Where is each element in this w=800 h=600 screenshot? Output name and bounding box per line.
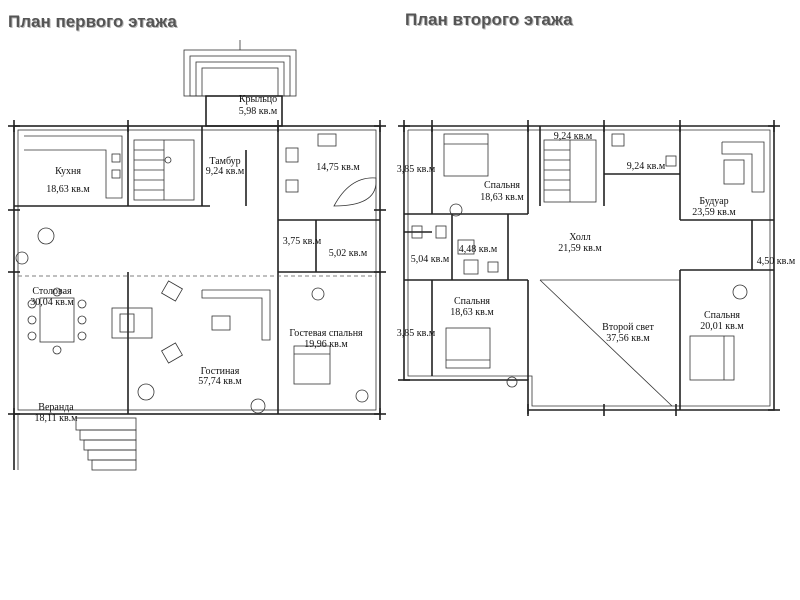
room-name-bedroom-3: Спальня (704, 310, 740, 321)
room-area-hall: 21,59 кв.м (558, 243, 602, 254)
second-floor-plan: 9,24 кв.м 9,24 кв.м 3,85 кв.м Спальня 18… (397, 120, 796, 416)
plant-icons (15, 227, 369, 414)
room-area-veranda: 18,11 кв.м (34, 413, 78, 424)
second-floor-plant-icons (449, 203, 748, 388)
first-floor-title: План первого этажа (8, 12, 177, 31)
second-floor-labels: 9,24 кв.м 9,24 кв.м 3,85 кв.м Спальня 18… (397, 131, 796, 344)
room-area-dining: 30,04 кв.м (30, 297, 74, 308)
room-area-vestibule: 9,24 кв.м (206, 166, 245, 177)
second-log-wall-ticks (398, 120, 780, 416)
second-floor-stairs (543, 139, 597, 203)
room-area-porch: 5,98 кв.м (239, 106, 278, 117)
room-name-vestibule: Тамбур (209, 156, 240, 167)
veranda-steps (75, 417, 137, 471)
room-area-closet-1: 3,85 кв.м (397, 164, 436, 175)
porch-steps (183, 40, 297, 97)
bedroom-bed-1 (443, 133, 489, 177)
room-area-guest-bedroom: 19,96 кв.м (304, 339, 348, 350)
bathtub (285, 133, 377, 207)
first-floor-plan: Крыльцо 5,98 кв.м Тамбур 9,24 кв.м Кухня… (8, 40, 386, 471)
room-area-bedroom-2: 18,63 кв.м (450, 307, 494, 318)
room-name-veranda: Веранда (38, 402, 74, 413)
room-name-bedroom-1: Спальня (484, 180, 520, 191)
first-floor-outer-walls (13, 125, 381, 415)
room-name-kitchen: Кухня (55, 166, 81, 177)
room-name-living: Гостиная (201, 366, 240, 377)
bedroom-bed-2 (445, 327, 491, 369)
room-area-kitchen: 18,63 кв.м (46, 184, 90, 195)
boudoir-sofa (721, 141, 765, 193)
room-area-bath-3: 5,04 кв.м (411, 254, 450, 265)
bedroom-bed-3 (689, 335, 735, 381)
room-name-bedroom-2: Спальня (454, 296, 490, 307)
room-area-bath-2: 4,48 кв.м (459, 244, 498, 255)
room-area-bedroom-3: 20,01 кв.м (700, 321, 744, 332)
room-name-porch: Крыльцо (239, 94, 277, 105)
dining-table (27, 287, 87, 355)
room-name-dining: Столовая (32, 286, 72, 297)
kitchen-counter (24, 135, 123, 199)
first-floor-labels: Крыльцо 5,98 кв.м Тамбур 9,24 кв.м Кухня… (30, 94, 368, 424)
room-name-guest-bedroom: Гостевая спальня (289, 328, 363, 339)
room-area-living: 57,74 кв.м (198, 376, 242, 387)
room-name-second-light: Второй свет (602, 322, 654, 333)
room-area-bedroom-1: 18,63 кв.м (480, 192, 524, 203)
second-light-diagonal (539, 279, 673, 407)
living-sofa (161, 280, 271, 364)
fireplace (111, 307, 153, 339)
second-floor-bathroom-fixtures (411, 133, 677, 275)
room-area-closet-2: 3,85 кв.м (397, 328, 436, 339)
room-area-boudoir: 23,59 кв.м (692, 207, 736, 218)
veranda (13, 414, 137, 471)
room-area-second-light: 37,56 кв.м (606, 333, 650, 344)
first-floor-stairs (133, 139, 195, 201)
room-area-upper-stair: 9,24 кв.м (554, 131, 593, 142)
room-area-hall-small: 3,75 кв.м (283, 236, 322, 247)
second-floor-title: План второго этажа (405, 10, 573, 29)
room-area-closet-3: 4,50 кв.м (757, 256, 796, 267)
room-name-boudoir: Будуар (699, 196, 728, 207)
room-area-wc: 5,02 кв.м (329, 248, 368, 259)
guest-bed (293, 345, 331, 385)
room-area-upper-bath: 9,24 кв.м (627, 161, 666, 172)
room-name-hall: Холл (569, 232, 590, 243)
room-area-bathroom: 14,75 кв.м (316, 162, 360, 173)
